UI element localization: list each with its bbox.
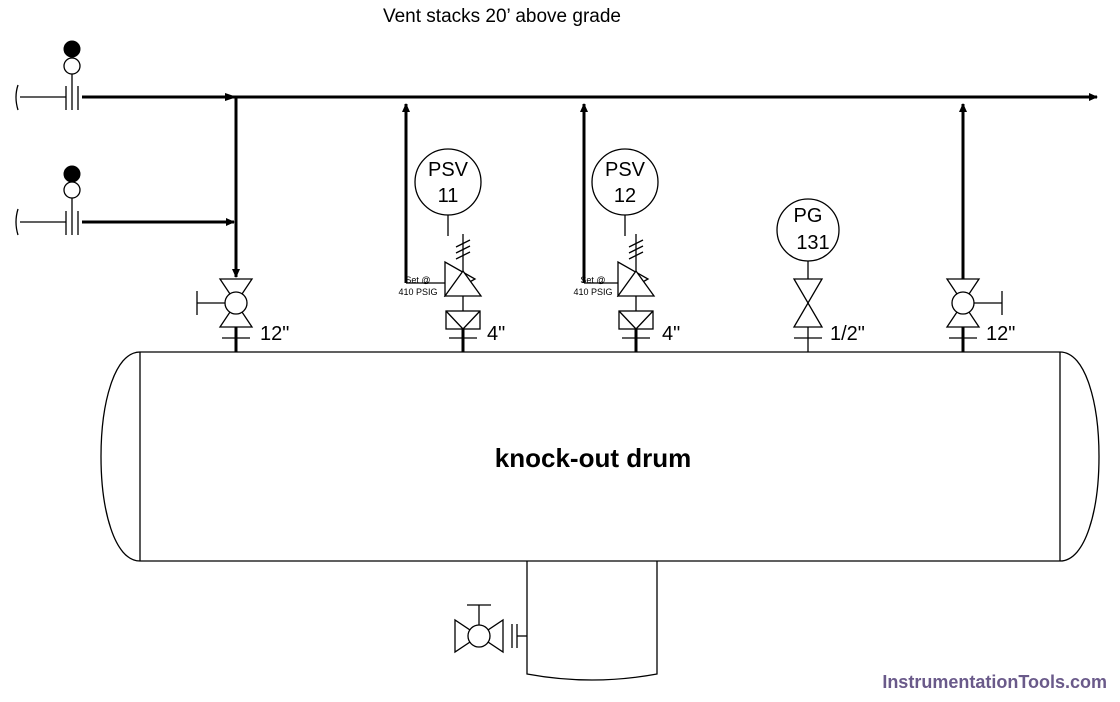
vent-stacks-label: Vent stacks 20’ above grade [383, 6, 621, 27]
psv-11-bubble [414, 148, 482, 216]
psv-11-assembly: PSV 11 Set @ 410 PSIG 4" [398, 103, 505, 352]
psv-12-block-valve [618, 310, 654, 330]
inlet-line [225, 93, 240, 278]
pg-131-number: 131 [796, 232, 829, 254]
psv-12-function: PSV [605, 159, 646, 181]
drum-boot [526, 561, 658, 681]
inlet-ball-valve[interactable]: 12" [196, 278, 289, 352]
psv-11-nozzle-size: 4" [487, 323, 505, 345]
source-line-lower [15, 165, 235, 236]
outlet-nozzle-size: 12" [986, 323, 1015, 345]
psv-11-set-label: Set @ [405, 275, 430, 285]
pg-isolation-valve [792, 278, 824, 305]
pg-131-function: PG [794, 205, 823, 227]
psv-12-set-label: Set @ [580, 275, 605, 285]
knock-out-drum: knock-out drum [100, 351, 1100, 562]
watermark-text: InstrumentationTools.com [882, 672, 1107, 692]
psv-11-set-pressure: 410 PSIG [398, 287, 437, 297]
psv-11-block-valve [445, 310, 481, 330]
pg-nozzle-size: 1/2" [830, 323, 865, 345]
psv-12-nozzle-size: 4" [662, 323, 680, 345]
outlet-ball-valve[interactable]: 12" [945, 278, 1015, 352]
psv-12-assembly: PSV 12 Set @ 410 PSIG 4" [573, 103, 680, 352]
inlet-nozzle-size: 12" [260, 323, 289, 345]
psv-11-function: PSV [428, 159, 469, 181]
vessel-label: knock-out drum [495, 443, 691, 473]
psv-12-number: 12 [614, 185, 636, 207]
drain-ball-valve[interactable] [454, 604, 527, 654]
psv-12-set-pressure: 410 PSIG [573, 287, 612, 297]
psv-11-number: 11 [438, 185, 459, 207]
source-line-upper [15, 40, 81, 111]
pg-131-assembly: PG 131 1/2" [776, 198, 865, 352]
psv-12-bubble [591, 148, 659, 216]
